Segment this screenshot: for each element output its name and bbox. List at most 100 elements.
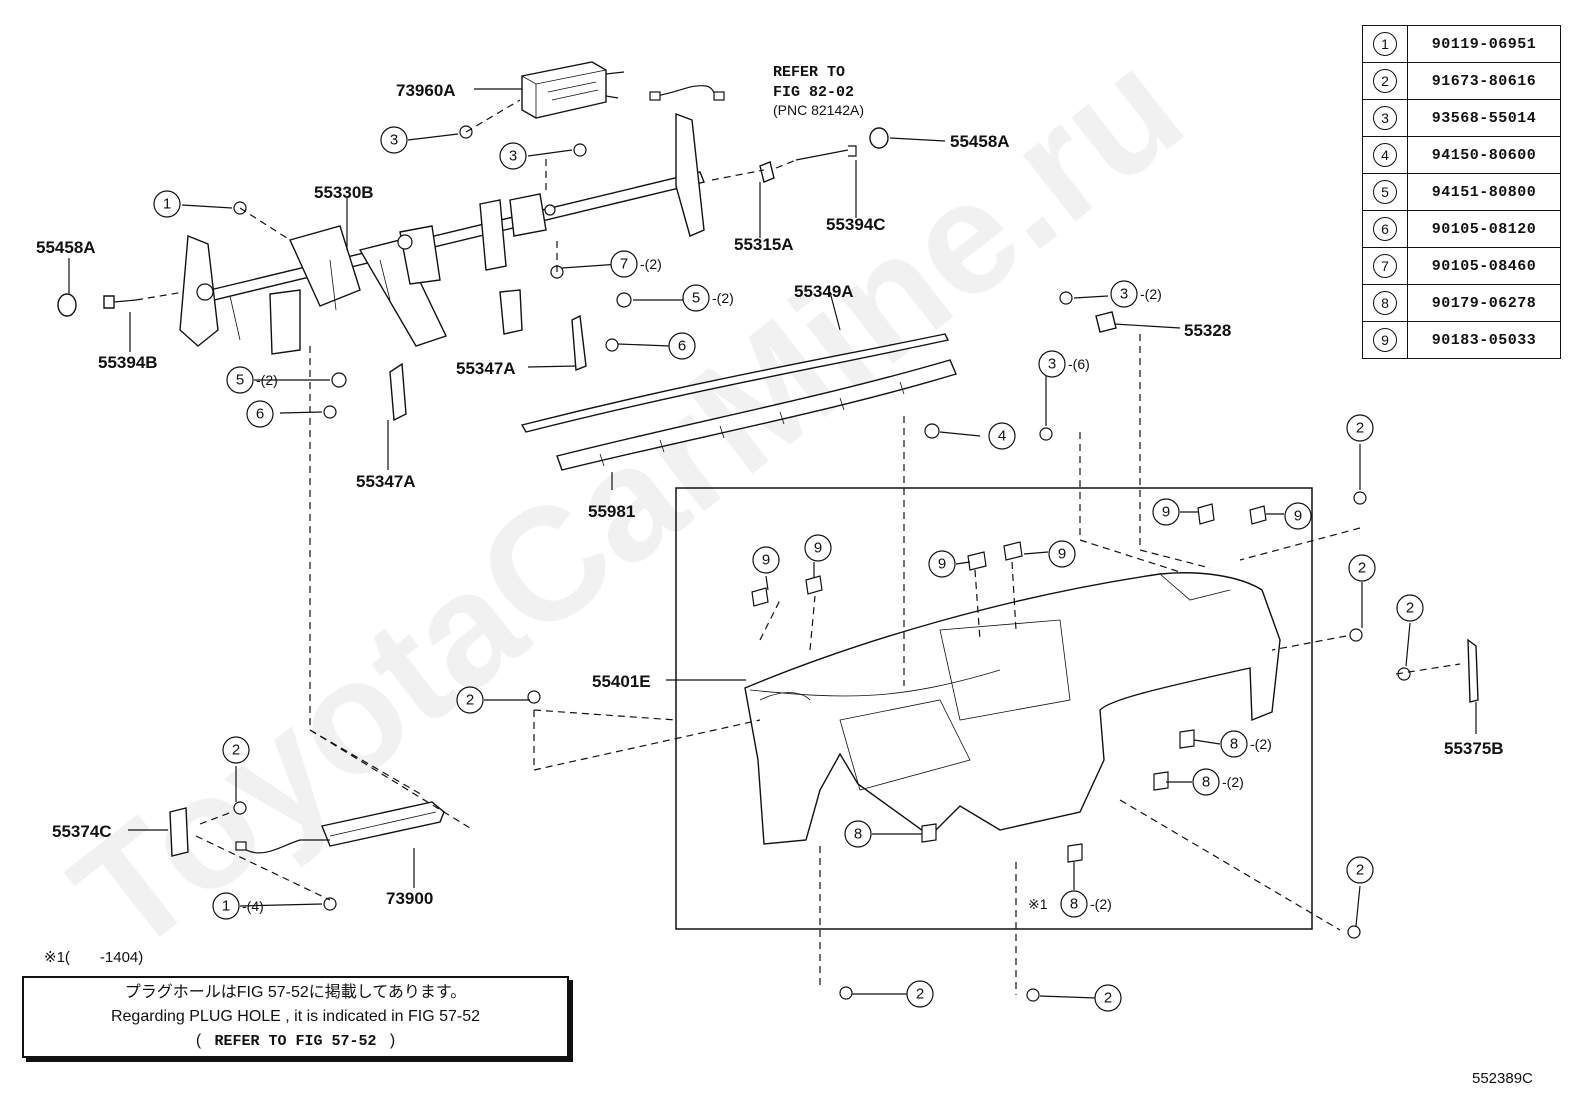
refer-line-2: FIG 82-02: [773, 84, 854, 101]
legend-part-number[interactable]: 90183-05033: [1407, 321, 1561, 359]
callout-3a: 3: [380, 126, 408, 154]
svg-text:3: 3: [509, 148, 517, 165]
callout-2g: 2: [906, 980, 934, 1008]
svg-text:-(4): -(4): [242, 898, 264, 914]
legend-number: 4: [1362, 136, 1408, 174]
callout-2e: 2: [222, 736, 250, 764]
instrument-panel-detail-box: [675, 487, 1313, 930]
label-55330B: 55330B: [314, 183, 374, 202]
legend-number: 1: [1362, 25, 1408, 63]
part-number-labels: 73960A 55458A 55330B 55458A 55394B 55315…: [36, 81, 1504, 908]
legend-part-number[interactable]: 94150-80600: [1407, 136, 1561, 174]
svg-text:-(2): -(2): [1090, 896, 1112, 912]
instrument-panel-reinforcement-drawing: [179, 112, 705, 355]
callout-2b: 2: [1348, 554, 1376, 582]
callout-8a: 8 -(2): [1220, 730, 1272, 758]
legend-number-circle: 6: [1373, 217, 1397, 241]
legend-part-number[interactable]: 90105-08120: [1407, 210, 1561, 248]
svg-text:7: 7: [620, 256, 628, 273]
refer-line-1: REFER TO: [773, 64, 845, 81]
legend-row: 6 90105-08120: [1362, 210, 1561, 248]
callout-2c: 2: [1396, 594, 1424, 622]
svg-text:9: 9: [1294, 508, 1302, 525]
figure-code: 552389C: [1472, 1070, 1533, 1087]
svg-text:3: 3: [390, 132, 398, 149]
svg-text:9: 9: [814, 540, 822, 557]
svg-text:9: 9: [938, 556, 946, 573]
legend-part-number[interactable]: 94151-80800: [1407, 173, 1561, 211]
legend-part-number[interactable]: 90105-08460: [1407, 247, 1561, 285]
legend-row: 4 94150-80600: [1362, 136, 1561, 174]
legend-number: 2: [1362, 62, 1408, 100]
legend-part-number[interactable]: 91673-80616: [1407, 62, 1561, 100]
label-55458A-left: 55458A: [36, 238, 96, 257]
assembly-lines: [135, 99, 1461, 995]
legend-number: 8: [1362, 284, 1408, 322]
legend-number: 3: [1362, 99, 1408, 137]
callout-1a: 1: [153, 190, 181, 218]
callout-9c: 9: [928, 550, 956, 578]
footnote: ※1( -1404): [44, 949, 144, 966]
svg-text:8: 8: [1202, 774, 1210, 791]
legend-row: 2 91673-80616: [1362, 62, 1561, 100]
svg-text:8: 8: [1230, 736, 1238, 753]
label-55328: 55328: [1184, 321, 1231, 340]
svg-text:2: 2: [232, 742, 240, 759]
note-line-refer: ( REFER TO FIG 57-52 ): [195, 1032, 396, 1050]
svg-text:2: 2: [1104, 990, 1112, 1007]
svg-text:2: 2: [1356, 862, 1364, 879]
refer-fig-link[interactable]: REFER TO FIG 57-52: [214, 1033, 377, 1050]
plug-hole-note: プラグホールはFIG 57-52に掲載してあります。 Regarding PLU…: [22, 976, 569, 1058]
svg-text:2: 2: [1356, 420, 1364, 437]
legend-number-circle: 8: [1373, 291, 1397, 315]
callout-8c: 8: [844, 820, 872, 848]
svg-text:4: 4: [998, 428, 1006, 445]
legend-row: 9 90183-05033: [1362, 321, 1561, 359]
legend-part-number[interactable]: 93568-55014: [1407, 99, 1561, 137]
legend-part-number[interactable]: 90119-06951: [1407, 25, 1561, 63]
svg-text:1: 1: [163, 196, 171, 213]
callout-9b: 9: [804, 534, 832, 562]
svg-text:-(2): -(2): [1140, 286, 1162, 302]
callout-9d: 9: [1048, 540, 1076, 568]
connector-assembly-drawing: [235, 801, 445, 854]
svg-text:1: 1: [222, 898, 230, 915]
svg-text:5: 5: [236, 372, 244, 389]
label-55401E: 55401E: [592, 672, 651, 691]
callout-1b: 1 -(4): [212, 892, 264, 920]
note-line-english: Regarding PLUG HOLE , it is indicated in…: [110, 1008, 481, 1025]
callout-3b: 3: [499, 142, 527, 170]
clip-drawings: [751, 503, 1267, 863]
legend-number-circle: 7: [1373, 254, 1397, 278]
label-55347A-b: 55347A: [356, 472, 416, 491]
label-55315A: 55315A: [734, 235, 794, 254]
legend-part-number[interactable]: 90179-06278: [1407, 284, 1561, 322]
svg-text:8: 8: [854, 826, 862, 843]
svg-text:5: 5: [692, 290, 700, 307]
callout-2f: 2: [1346, 856, 1374, 884]
legend-number: 7: [1362, 247, 1408, 285]
instrument-panel-drawing: [744, 572, 1281, 845]
leader-lines: [68, 88, 1477, 999]
svg-text:-(2): -(2): [712, 290, 734, 306]
legend-number-circle: 9: [1373, 328, 1397, 352]
callout-6a: 6: [668, 332, 696, 360]
legend-number-circle: 4: [1373, 143, 1397, 167]
callout-3c: 3 -(2): [1110, 280, 1162, 308]
svg-text:2: 2: [916, 986, 924, 1003]
callout-3d: 3-(6): [1038, 350, 1090, 378]
callouts: 1 3 3 7-(2) 5-(2) 6 5-(2) 6 3-(2) 3-(6) …: [153, 126, 1424, 1012]
label-73960A: 73960A: [396, 81, 456, 100]
label-55347A-a: 55347A: [456, 359, 516, 378]
legend-number-circle: 2: [1373, 69, 1397, 93]
label-55375B: 55375B: [1444, 739, 1504, 758]
svg-text:3: 3: [1120, 286, 1128, 303]
svg-text:9: 9: [1162, 504, 1170, 521]
svg-text:2: 2: [1358, 560, 1366, 577]
callout-5b: 5-(2): [226, 366, 278, 394]
svg-text:-(2): -(2): [1250, 736, 1272, 752]
